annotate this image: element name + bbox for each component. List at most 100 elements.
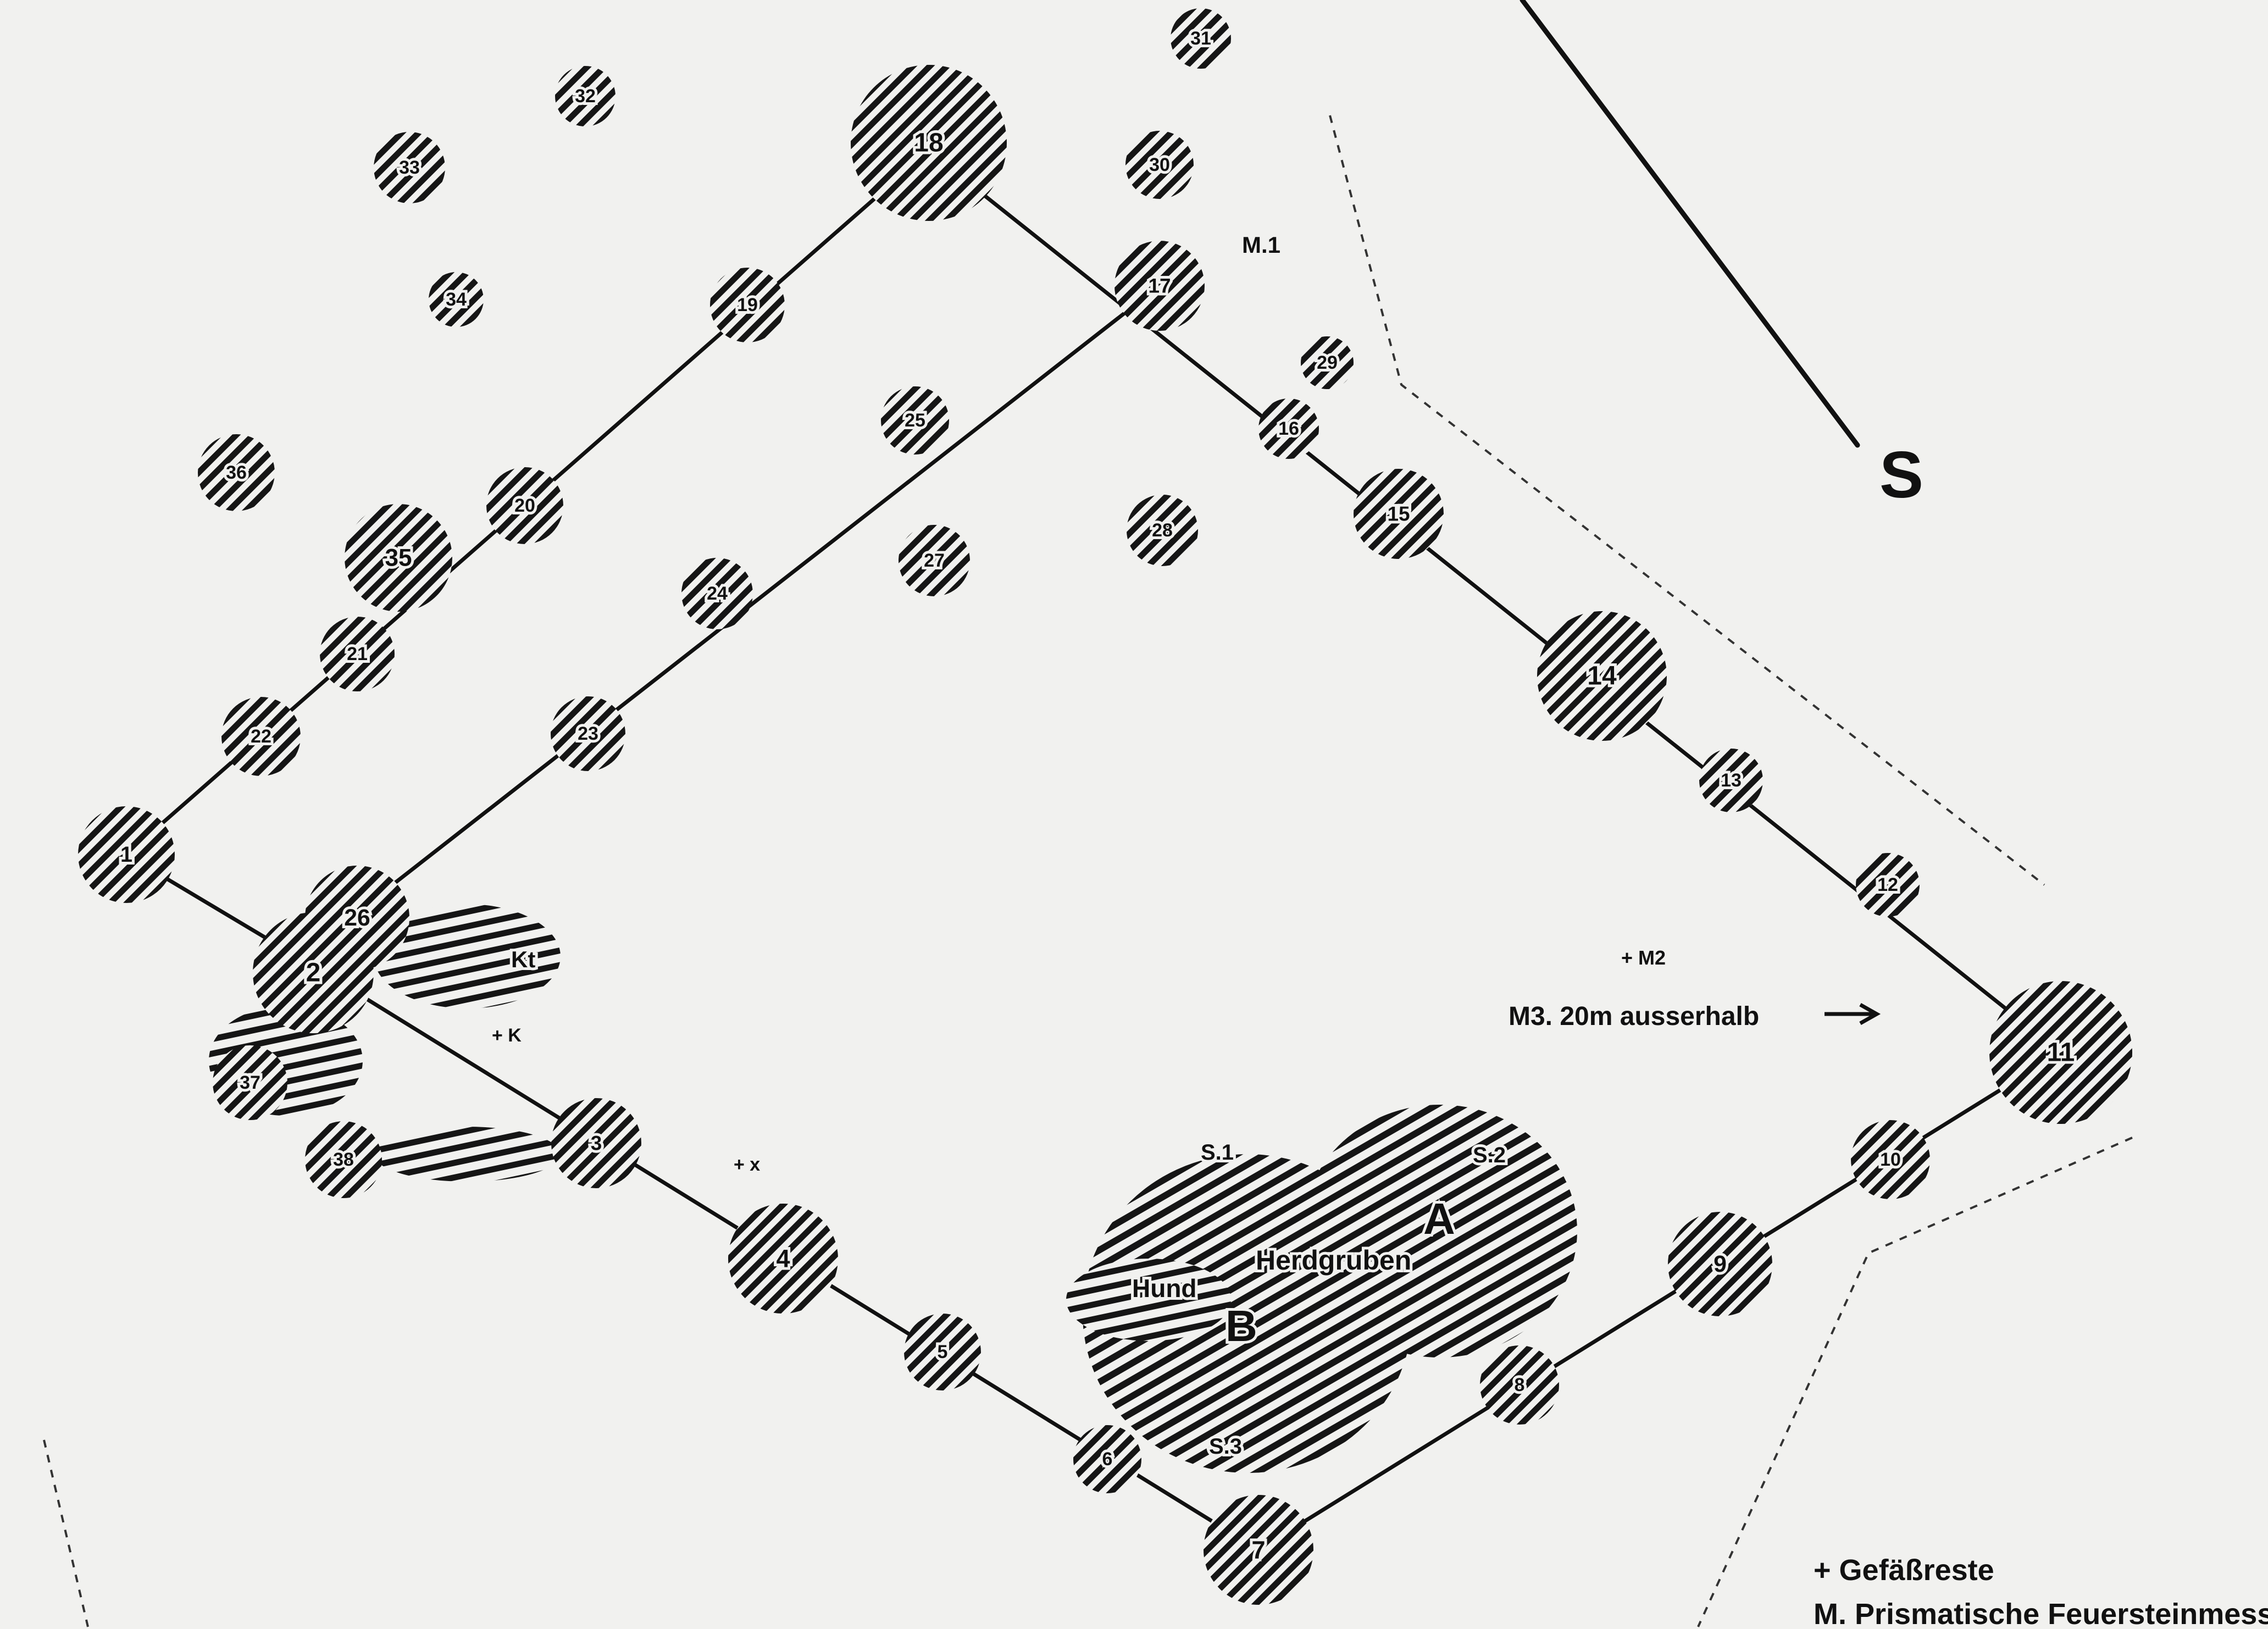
site-boundary-line-left xyxy=(43,1439,89,1627)
post-hole-29 xyxy=(1301,336,1354,389)
pit-kt xyxy=(374,904,561,1009)
post-hole-label-11: 11 xyxy=(2047,1038,2075,1067)
post-hole-4 xyxy=(728,1204,838,1314)
post-hole-18 xyxy=(851,65,1007,221)
mark-cross-x: + x xyxy=(734,1154,760,1175)
pit-label-kt: Kt xyxy=(511,946,535,972)
mark-m3-note: M3. 20m ausserhalb xyxy=(1509,1002,1759,1031)
post-hole-label-18: 18 xyxy=(914,129,943,158)
dog-burial-area xyxy=(1066,1259,1231,1341)
post-hole-37 xyxy=(213,1045,287,1120)
post-hole-11 xyxy=(1989,981,2132,1124)
post-hole-35 xyxy=(345,504,452,612)
post-hole-label-32: 32 xyxy=(575,86,596,107)
mark-m1: M.1 xyxy=(1242,232,1280,258)
post-hole-28 xyxy=(1127,495,1198,566)
post-hole-label-14: 14 xyxy=(1587,662,1617,691)
mark-m2: + M2 xyxy=(1621,946,1666,969)
post-hole-17 xyxy=(1114,241,1205,331)
post-hole-label-10: 10 xyxy=(1880,1149,1901,1170)
post-hole-label-4: 4 xyxy=(776,1245,790,1273)
mark-cross-k: + K xyxy=(492,1025,522,1046)
post-hole-9 xyxy=(1668,1212,1772,1316)
post-hole-label-19: 19 xyxy=(737,295,758,315)
post-hole-20 xyxy=(486,467,563,544)
pit-label-s2: S.2 xyxy=(1473,1143,1506,1167)
post-hole-label-5: 5 xyxy=(938,1342,948,1362)
post-hole-31 xyxy=(1171,8,1231,69)
compass-label: S xyxy=(1879,438,1923,512)
post-hole-label-17: 17 xyxy=(1148,275,1171,297)
post-hole-label-23: 23 xyxy=(578,723,598,744)
post-hole-label-15: 15 xyxy=(1387,503,1410,525)
post-hole-5 xyxy=(904,1314,981,1390)
legend-vessel-remains: + Gefäßreste xyxy=(1814,1554,1994,1587)
post-hole-36 xyxy=(198,434,275,511)
pit-label-hund: Hund xyxy=(1132,1274,1197,1303)
hearth-pit-b xyxy=(1083,1154,1412,1473)
post-hole-19 xyxy=(710,268,785,342)
post-hole-12 xyxy=(1856,853,1920,917)
post-hole-13 xyxy=(1699,749,1763,812)
post-hole-6 xyxy=(1073,1425,1141,1493)
post-hole-label-24: 24 xyxy=(707,583,728,604)
post-hole-32 xyxy=(555,66,615,126)
post-hole-38 xyxy=(305,1121,382,1198)
post-hole-label-34: 34 xyxy=(446,289,467,310)
post-hole-7 xyxy=(1204,1495,1313,1605)
post-hole-25 xyxy=(881,386,949,455)
post-hole-label-36: 36 xyxy=(226,462,247,483)
post-hole-label-21: 21 xyxy=(347,644,368,664)
post-hole-label-30: 30 xyxy=(1149,154,1170,175)
post-hole-label-13: 13 xyxy=(1721,770,1742,791)
post-hole-label-7: 7 xyxy=(1251,1536,1265,1564)
post-hole-1 xyxy=(78,806,175,903)
post-hole-label-28: 28 xyxy=(1152,520,1173,541)
site-boundary-line-lower xyxy=(1697,1137,2133,1627)
legend: + Gefäßreste M. Prismatische Feuersteinm… xyxy=(1814,1554,2268,1629)
post-hole-label-38: 38 xyxy=(333,1149,354,1170)
post-hole-8 xyxy=(1480,1345,1559,1425)
pit-label-s1: S.1 xyxy=(1201,1140,1234,1165)
post-hole-label-37: 37 xyxy=(240,1072,260,1093)
post-hole-34 xyxy=(429,272,484,327)
post-hole-label-12: 12 xyxy=(1877,874,1898,895)
post-hole-15 xyxy=(1354,469,1444,559)
pit-southwest-streak xyxy=(374,1127,561,1182)
post-hole-23 xyxy=(551,696,625,771)
hearth-pit-complex xyxy=(1066,1105,1577,1473)
post-hole-label-22: 22 xyxy=(251,726,271,747)
legend-flint-blades: M. Prismatische Feuersteinmess xyxy=(1814,1598,2268,1629)
pit-label-a: A xyxy=(1423,1194,1455,1243)
pit-label-b: B xyxy=(1226,1301,1257,1350)
wall-inner-northwest xyxy=(355,284,1162,915)
wall-southeast xyxy=(1256,1050,2063,1552)
post-hole-26 xyxy=(305,866,409,970)
post-hole-21 xyxy=(320,617,395,691)
arrow-right-icon xyxy=(1825,1002,1881,1026)
pit-label-s3: S.3 xyxy=(1209,1434,1242,1459)
post-hole-label-33: 33 xyxy=(399,157,420,178)
post-hole-24 xyxy=(681,558,753,629)
post-hole-label-8: 8 xyxy=(1515,1375,1525,1395)
post-hole-3 xyxy=(551,1098,641,1188)
pit-label-herdgruben: Herdgruben xyxy=(1256,1245,1411,1276)
compass-line xyxy=(1520,0,1860,448)
post-hole-10 xyxy=(1851,1120,1930,1199)
site-boundary-line xyxy=(1329,115,2045,886)
post-hole-label-1: 1 xyxy=(120,843,132,867)
post-hole-label-2: 2 xyxy=(306,958,321,988)
post-hole-label-20: 20 xyxy=(514,495,535,516)
post-hole-label-3: 3 xyxy=(591,1132,602,1155)
post-hole-label-35: 35 xyxy=(385,545,412,572)
post-hole-label-27: 27 xyxy=(924,550,945,571)
post-hole-label-16: 16 xyxy=(1278,418,1299,439)
post-hole-label-26: 26 xyxy=(344,905,370,931)
post-hole-label-31: 31 xyxy=(1190,28,1211,49)
post-hole-30 xyxy=(1125,131,1194,199)
post-hole-label-25: 25 xyxy=(905,410,925,431)
post-hole-16 xyxy=(1258,398,1319,459)
post-hole-label-9: 9 xyxy=(1714,1251,1727,1277)
post-hole-14 xyxy=(1537,611,1667,741)
